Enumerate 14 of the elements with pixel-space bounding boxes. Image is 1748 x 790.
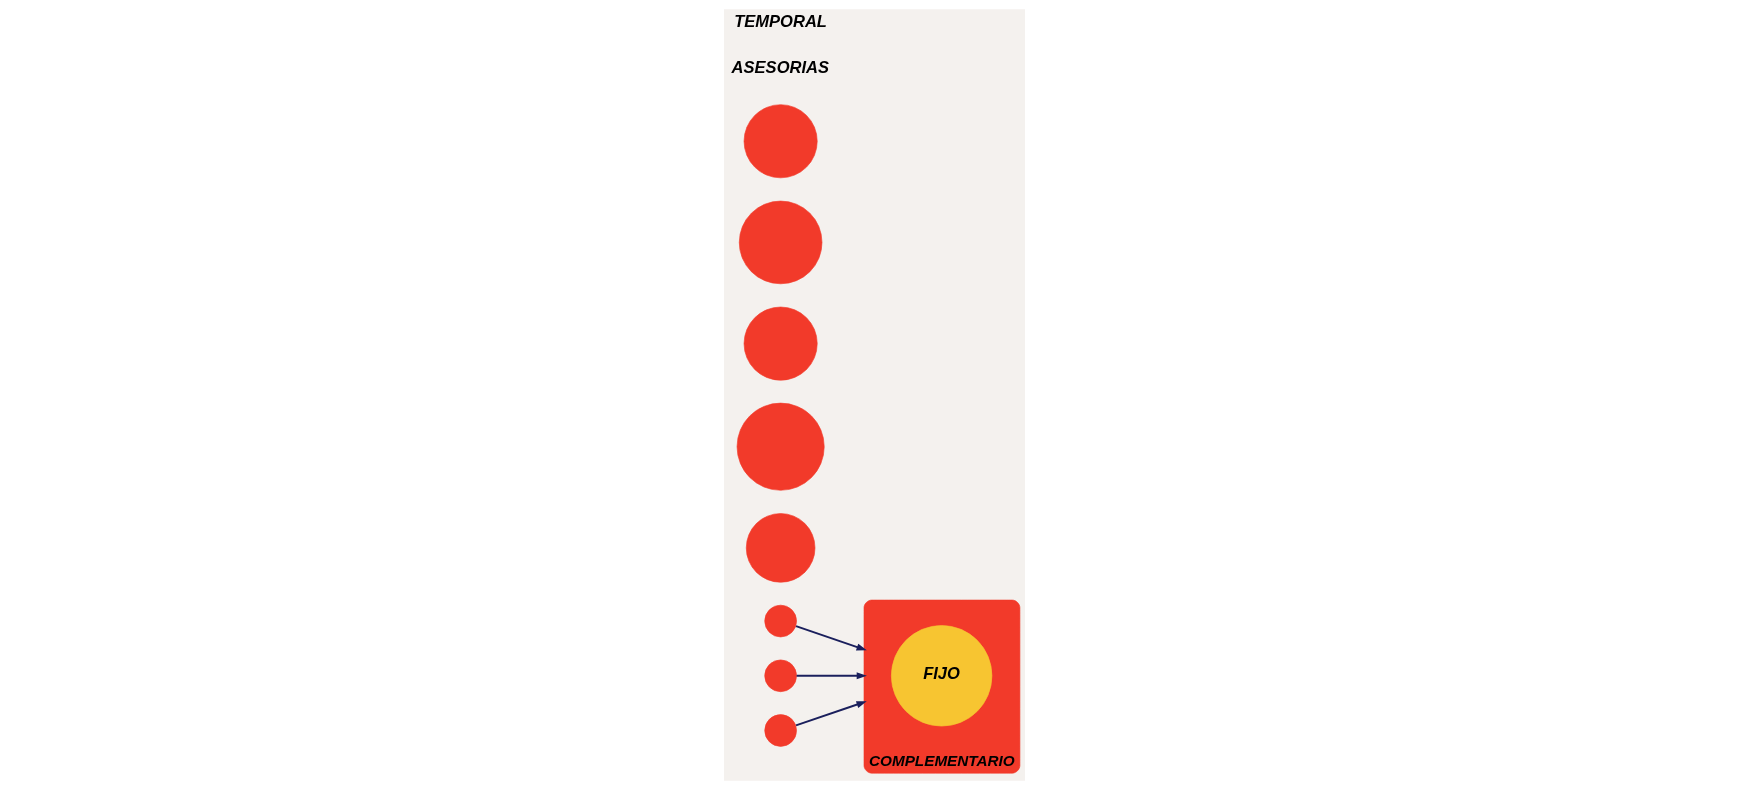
arrow (794, 701, 867, 727)
node-circle (745, 513, 815, 583)
label: TEMPORAL (733, 11, 827, 31)
node-circle (743, 306, 818, 381)
node-circle (763, 659, 797, 693)
arrow (794, 625, 867, 651)
label: ASESORIAS (731, 58, 829, 78)
node-circle (763, 714, 797, 747)
node-circle (743, 104, 818, 179)
node-circle (736, 402, 825, 491)
node-circle (738, 200, 822, 285)
arrow (795, 672, 867, 680)
node-circle: FIJO (890, 625, 992, 727)
node-circle (763, 604, 797, 638)
